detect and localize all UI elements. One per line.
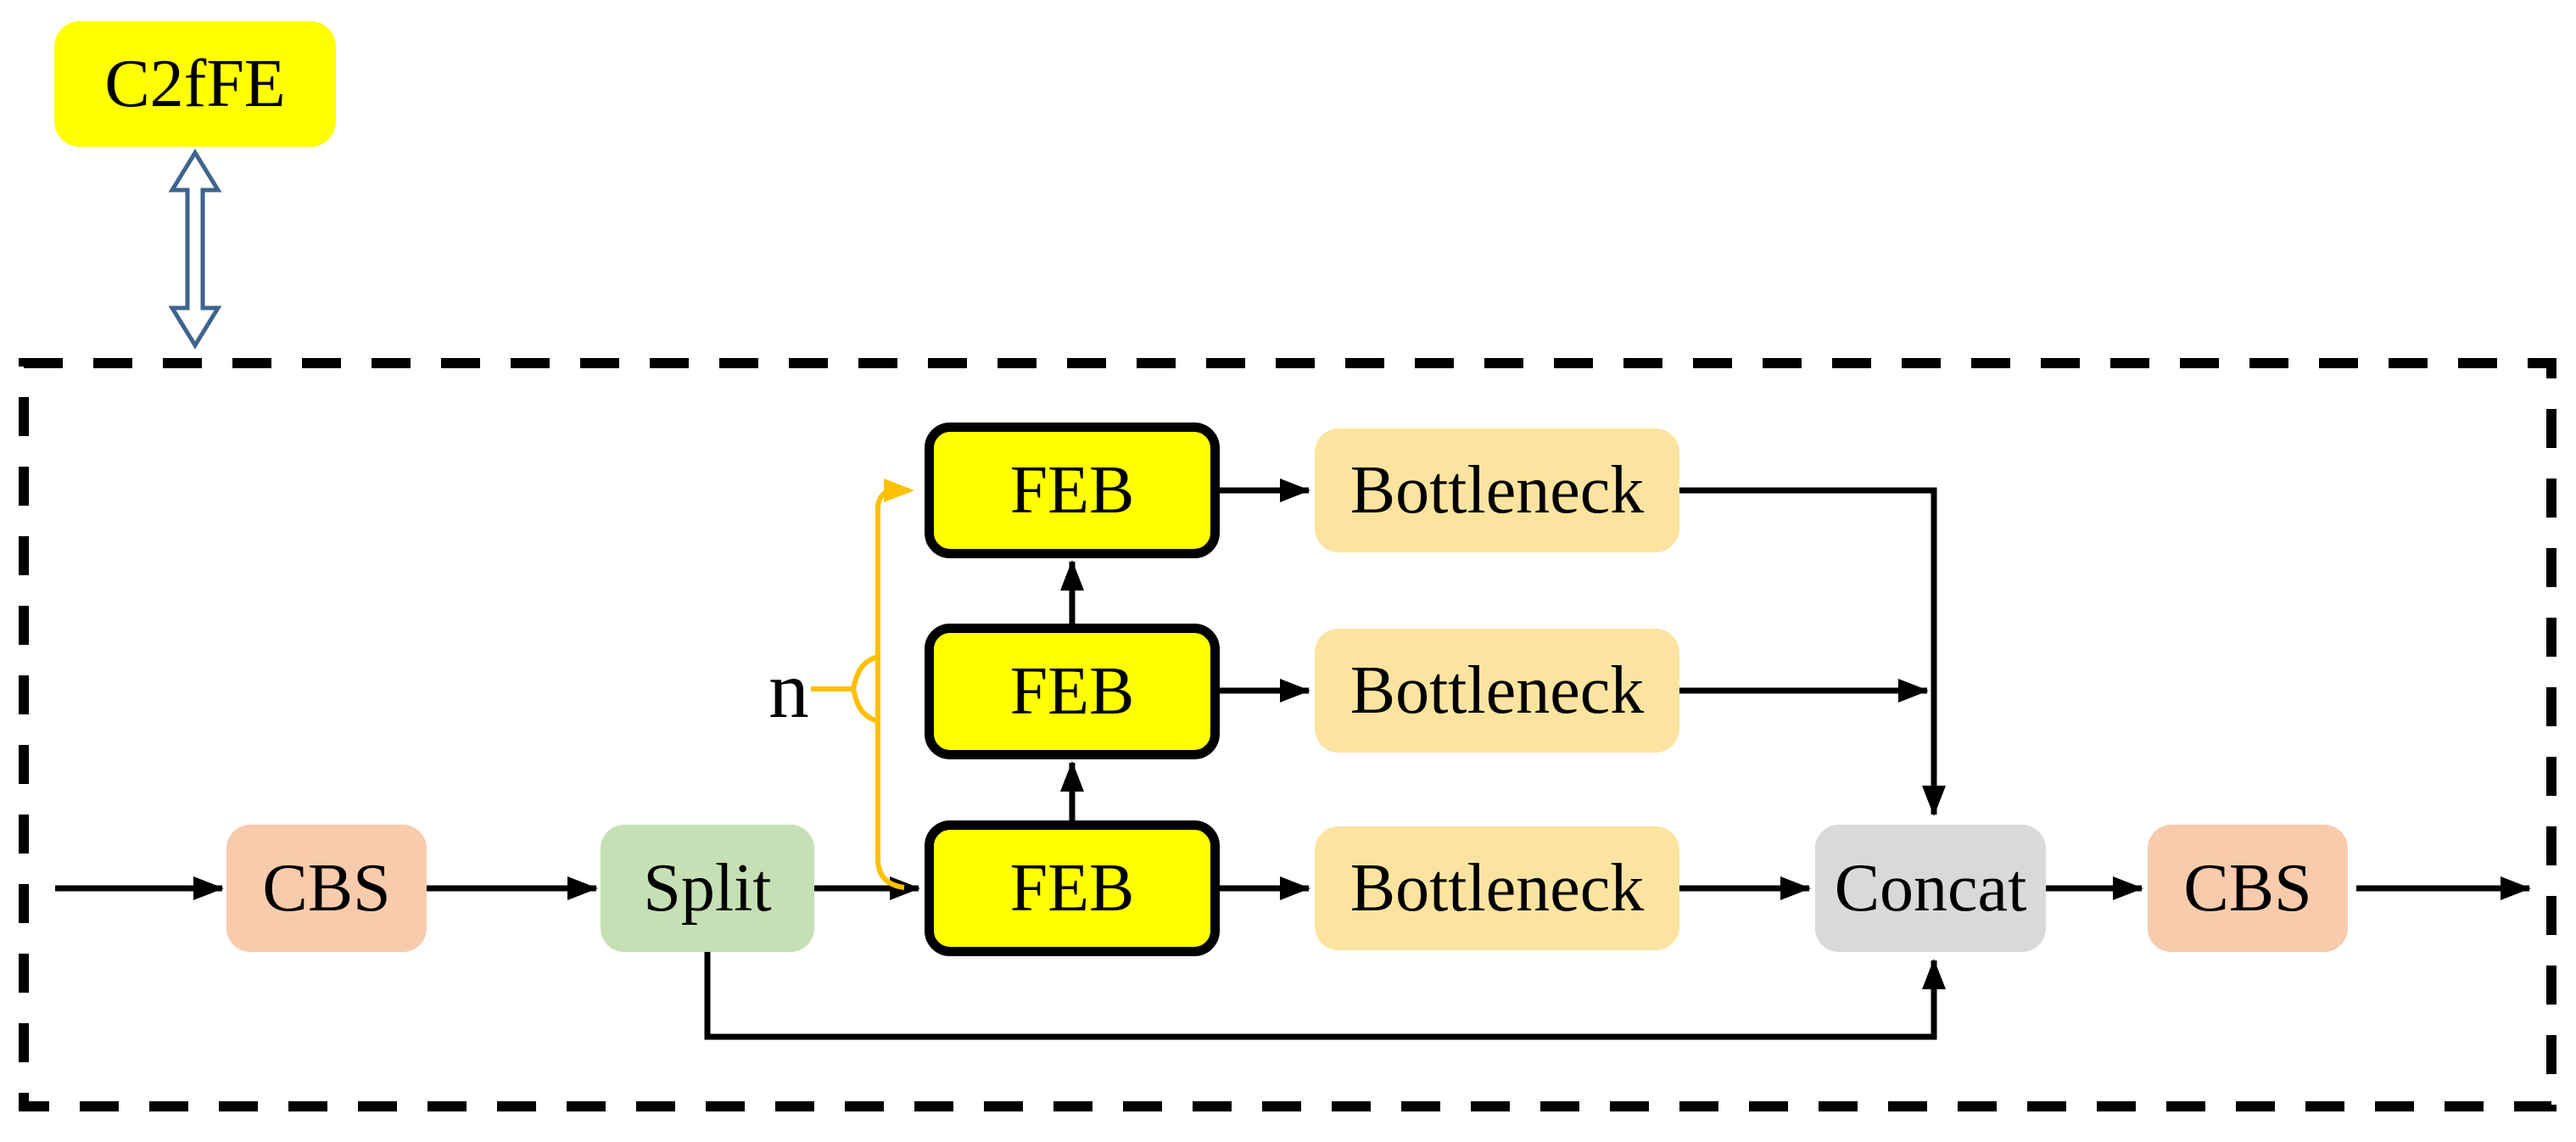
line-bottleneck1-to-concat (1679, 487, 1946, 816)
block-feb-3-label: FEB (1009, 851, 1135, 926)
module-dashed-border (19, 358, 2556, 1111)
block-c2ffe-label: C2fFE (104, 47, 286, 121)
block-bottleneck-2-label: Bottleneck (1349, 653, 1645, 728)
block-feb-3: FEB (925, 820, 1220, 956)
block-bottleneck-1-label: Bottleneck (1349, 453, 1645, 528)
block-cbs-out-label: CBS (2183, 851, 2312, 926)
block-bottleneck-1: Bottleneck (1315, 428, 1679, 552)
block-concat-label: Concat (1834, 851, 2027, 926)
block-bottleneck-3-label: Bottleneck (1349, 851, 1645, 926)
repeat-count-label: n (746, 643, 831, 736)
line-split-bypass-to-concat (704, 952, 1946, 1040)
expand-double-arrow-icon (168, 148, 222, 350)
block-cbs-in-label: CBS (262, 851, 391, 926)
repeat-brace (811, 654, 879, 724)
block-bottleneck-2: Bottleneck (1315, 629, 1679, 753)
block-split: Split (601, 825, 814, 952)
highlight-wire-to-feb (875, 479, 914, 890)
block-split-label: Split (643, 851, 772, 926)
block-feb-1-label: FEB (1009, 453, 1135, 528)
block-feb-2-label: FEB (1009, 654, 1135, 729)
block-cbs-in: CBS (226, 825, 427, 952)
block-feb-1: FEB (925, 423, 1220, 558)
block-feb-2: FEB (925, 624, 1220, 759)
block-c2ffe: C2fFE (54, 21, 336, 147)
block-bottleneck-3: Bottleneck (1315, 826, 1679, 950)
block-cbs-out: CBS (2148, 825, 2348, 952)
block-concat: Concat (1815, 825, 2046, 952)
repeat-count-text: n (768, 645, 809, 735)
